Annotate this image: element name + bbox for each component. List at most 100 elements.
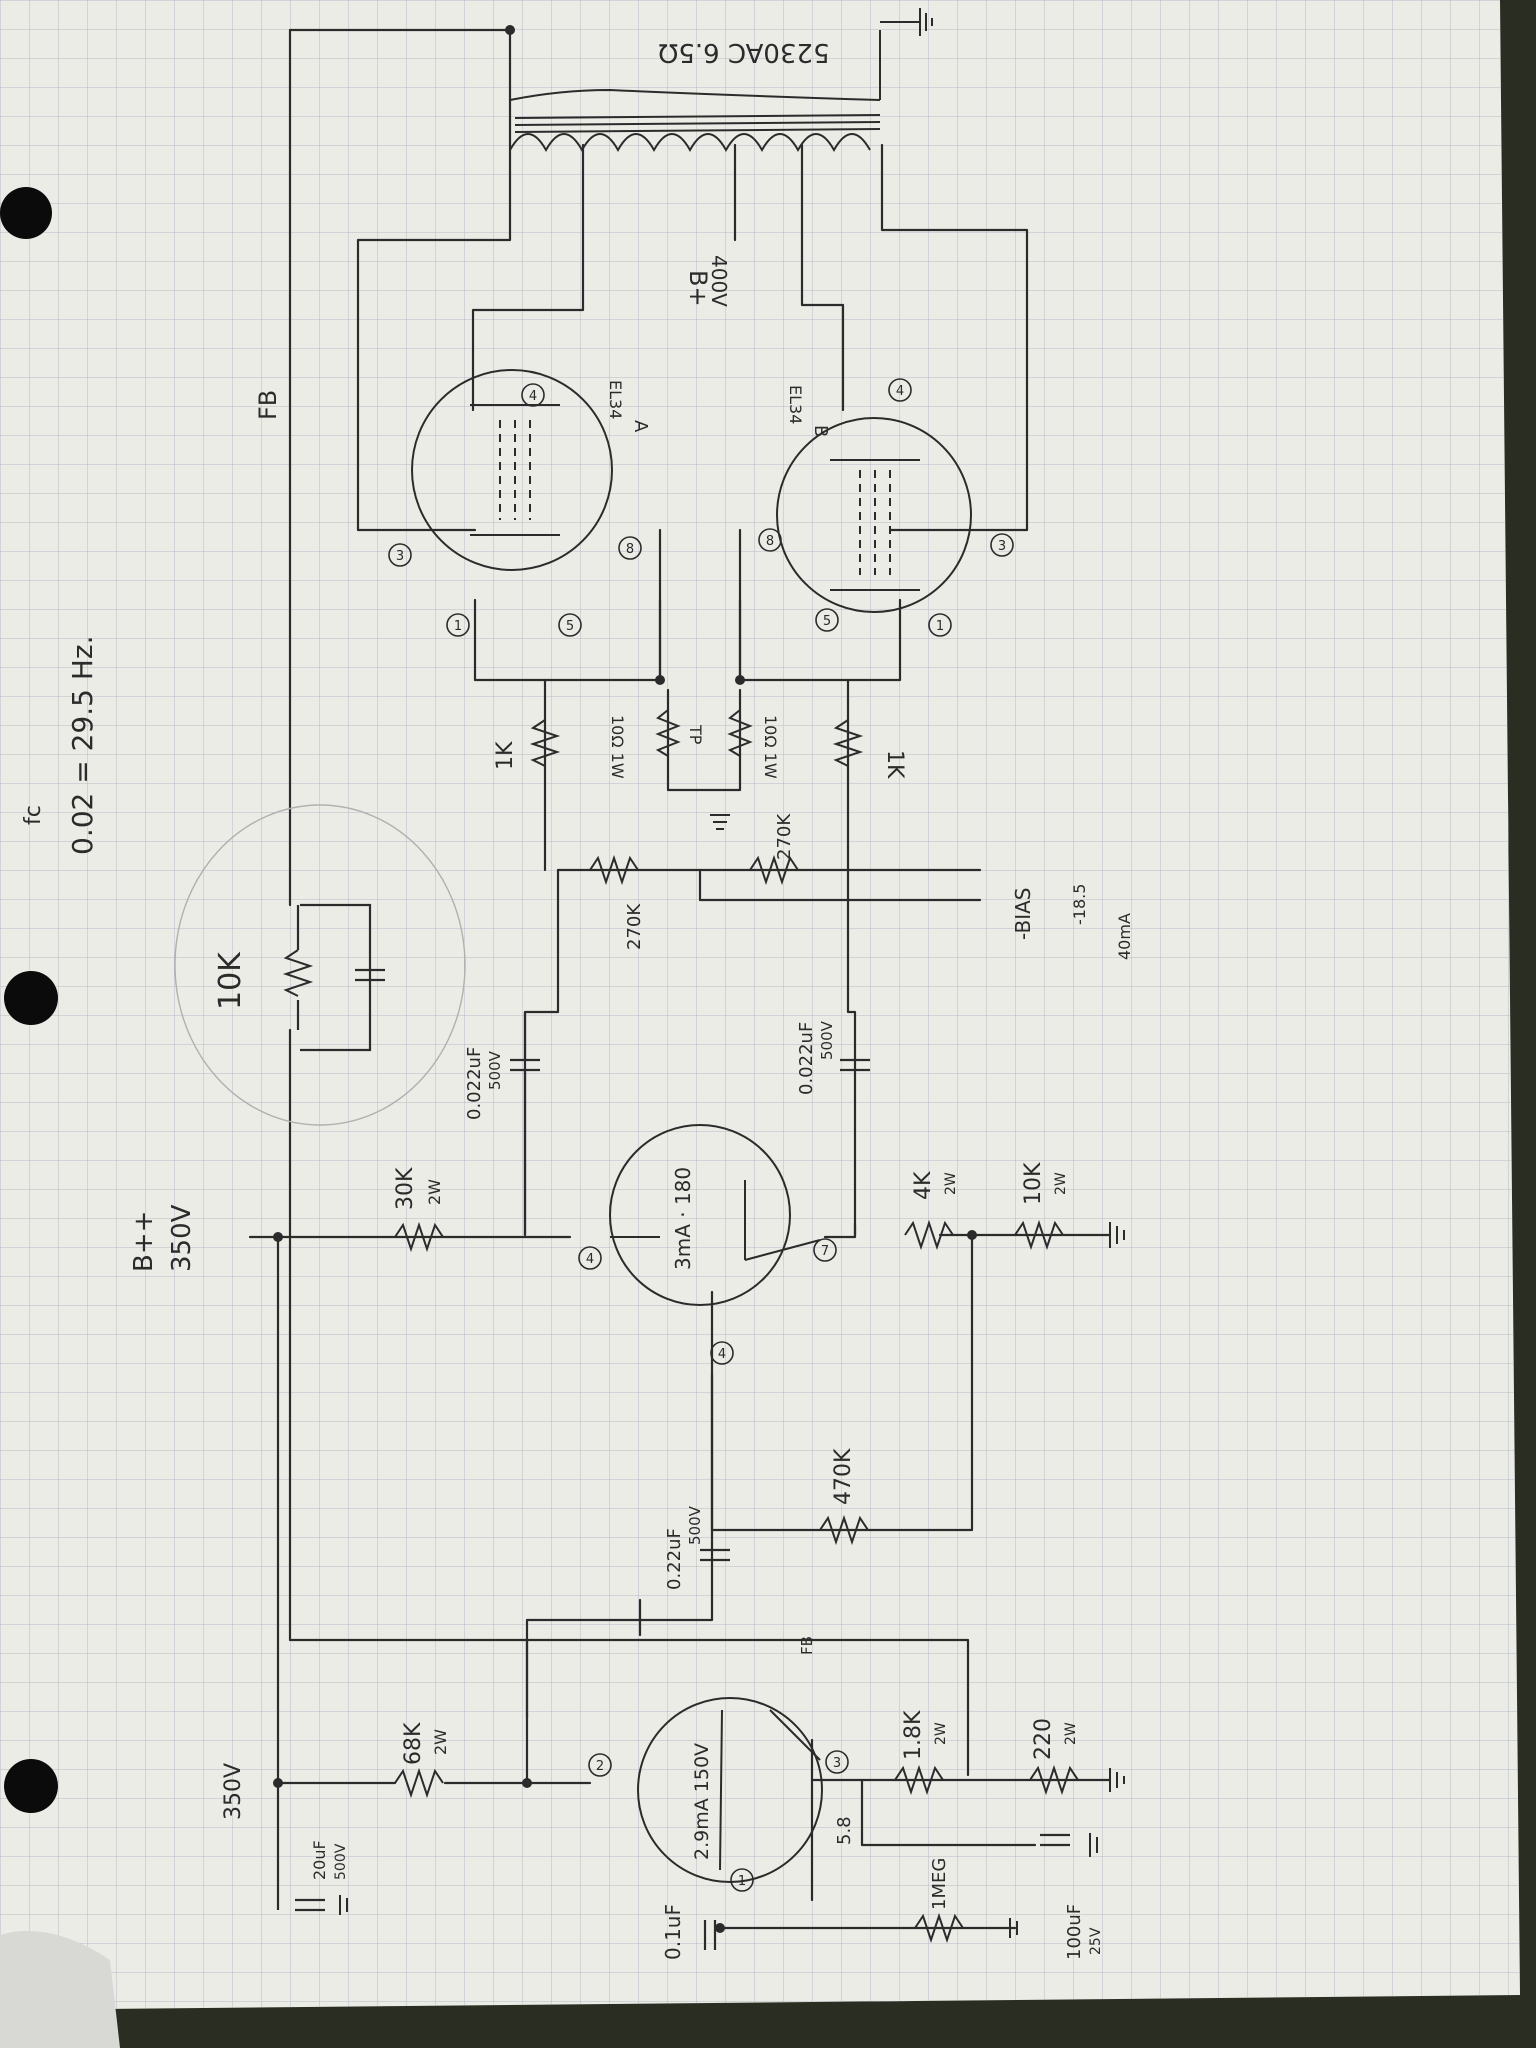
capacitor-input — [703, 1920, 717, 1950]
output-transformer: 5230AC 6.5Ω — [509, 8, 933, 153]
cathode-b-label: 10Ω 1W — [761, 715, 780, 779]
capacitor-coupling-a — [510, 1012, 540, 1235]
cathode-18k-power: 2W — [933, 1722, 949, 1745]
grid-stop-a-label: 1K — [493, 741, 518, 770]
pin-marker: 8 — [758, 528, 782, 552]
formula-text: 0.02 = 29.5 Hz. — [66, 635, 99, 855]
input-tube-label: 2.9mA 150V — [691, 1743, 713, 1860]
resistor-input-1meg — [914, 1912, 964, 1944]
filter-cap-voltage: 500V — [333, 1843, 349, 1880]
capacitor-symbols — [276, 903, 1070, 1950]
tail-10k-label: 10K — [1021, 1162, 1046, 1205]
sketch-circle — [174, 804, 466, 1126]
resistor-symbols — [282, 709, 1079, 1944]
resistor-fb-10k — [282, 949, 314, 997]
resistor-bias-b — [749, 854, 799, 886]
resistor-bias-a — [589, 854, 639, 886]
resistor-tail-10k — [1014, 1219, 1064, 1251]
el34-tube-b: EL34 B — [776, 385, 972, 613]
pin-marker: 1 — [928, 613, 952, 637]
pin-marker: 1 — [446, 613, 470, 637]
formula-fc: fc — [21, 805, 46, 825]
bias-a-label: 270K — [624, 903, 645, 950]
cathode-voltage-label: 5.8 — [834, 1816, 855, 1845]
coupling-b-voltage: 500V — [818, 1020, 836, 1060]
paper-clip-corner — [0, 1930, 120, 2048]
tail-4k-label: 4K — [911, 1171, 936, 1200]
fb-label-small: FB — [798, 1636, 816, 1655]
tail-4k-power: 2W — [943, 1172, 959, 1195]
pin-marker: 5 — [815, 608, 839, 632]
input-cap-label: 0.1uF — [661, 1904, 685, 1960]
pin-marker: 3 — [990, 533, 1014, 557]
plate-load-label: 30K — [393, 1167, 418, 1210]
bypass-cap-voltage: 25V — [1088, 1927, 1104, 1955]
svg-text:1: 1 — [454, 619, 462, 634]
pin-marker: 5 — [558, 613, 582, 637]
input-tube: 2.9mA 150V 5.8 — [637, 1697, 855, 1883]
bpp-label: B++ — [129, 1211, 159, 1272]
svg-text:7: 7 — [821, 1244, 829, 1259]
binder-hole-bottom — [4, 1759, 58, 1813]
pin-marker: 4 — [521, 383, 545, 407]
svg-text:8: 8 — [626, 542, 634, 557]
resistor-grid-470k — [819, 1514, 869, 1546]
bias-current: 40mA — [1115, 913, 1134, 960]
svg-text:8: 8 — [766, 534, 774, 549]
capacitor-coupling-b — [840, 1058, 870, 1072]
svg-text:5: 5 — [566, 619, 574, 634]
junctions — [273, 25, 977, 1933]
ground-icon — [339, 1895, 348, 1915]
bplus-label: B+ — [684, 270, 712, 307]
svg-text:5: 5 — [823, 614, 831, 629]
labels: fc 0.02 = 29.5 Hz. FB FB B+ 400V B++ 350… — [21, 255, 1134, 1960]
coupling-a-value: 0.022uF — [464, 1047, 485, 1120]
svg-text:4: 4 — [896, 384, 904, 399]
el34-a-name: EL34 — [606, 380, 625, 419]
binder-hole-top — [0, 187, 52, 239]
svg-text:3: 3 — [396, 549, 404, 564]
el34-tube-a: EL34 A — [411, 369, 651, 571]
el34-b-id: B — [810, 425, 831, 437]
cathode-220-label: 220 — [1031, 1718, 1056, 1760]
tail-10k-power: 2W — [1053, 1172, 1069, 1195]
pin-marker: 4 — [710, 1341, 734, 1365]
ground-icon — [1109, 1768, 1125, 1792]
input-plate-power: 2W — [431, 1729, 450, 1755]
pin-marker: 4 — [578, 1246, 602, 1270]
resistor-tail-4k — [904, 1219, 954, 1251]
resistor-cathode-a — [655, 709, 681, 757]
resistor-cathode-220 — [1029, 1764, 1079, 1796]
input-grid-label: 1MEG — [929, 1858, 950, 1910]
pin-marker: 1 — [730, 1868, 754, 1892]
coupling-in-value: 0.22uF — [664, 1528, 685, 1590]
svg-text:4: 4 — [718, 1347, 726, 1362]
transformer-label: 5230AC 6.5Ω — [658, 37, 829, 67]
svg-text:3: 3 — [833, 1756, 841, 1771]
coupling-in-voltage: 500V — [686, 1505, 704, 1545]
filter-cap-value: 20uF — [310, 1840, 329, 1880]
fb-resistor-label: 10K — [213, 951, 248, 1010]
ground-symbols — [339, 814, 1125, 1938]
bpp-value: 350V — [167, 1204, 197, 1272]
pin-markers: 3 4 8 1 5 8 4 3 5 1 4 7 4 2 3 1 — [388, 378, 1014, 1892]
el34-b-name: EL34 — [786, 385, 805, 424]
binder-hole-middle — [4, 971, 58, 1025]
svg-text:4: 4 — [586, 1252, 594, 1267]
svg-text:1: 1 — [738, 1874, 746, 1889]
bias-voltage: -18.5 — [1070, 884, 1089, 925]
bypass-cap-value: 100uF — [1064, 1904, 1085, 1960]
driver-tube-label: 3mA · 180 — [671, 1167, 695, 1270]
svg-text:1: 1 — [936, 619, 944, 634]
pin-marker: 7 — [813, 1238, 837, 1262]
svg-text:3: 3 — [998, 539, 1006, 554]
bias-label: -BIAS — [1011, 888, 1035, 941]
svg-text:4: 4 — [529, 389, 537, 404]
ground-icon — [1089, 1833, 1098, 1857]
input-plate-label: 68K — [401, 1722, 426, 1765]
capacitor-coupling-in — [700, 1548, 730, 1562]
coupling-a-voltage: 500V — [486, 1050, 504, 1090]
cathode-a-label: 10Ω 1W — [608, 715, 627, 779]
